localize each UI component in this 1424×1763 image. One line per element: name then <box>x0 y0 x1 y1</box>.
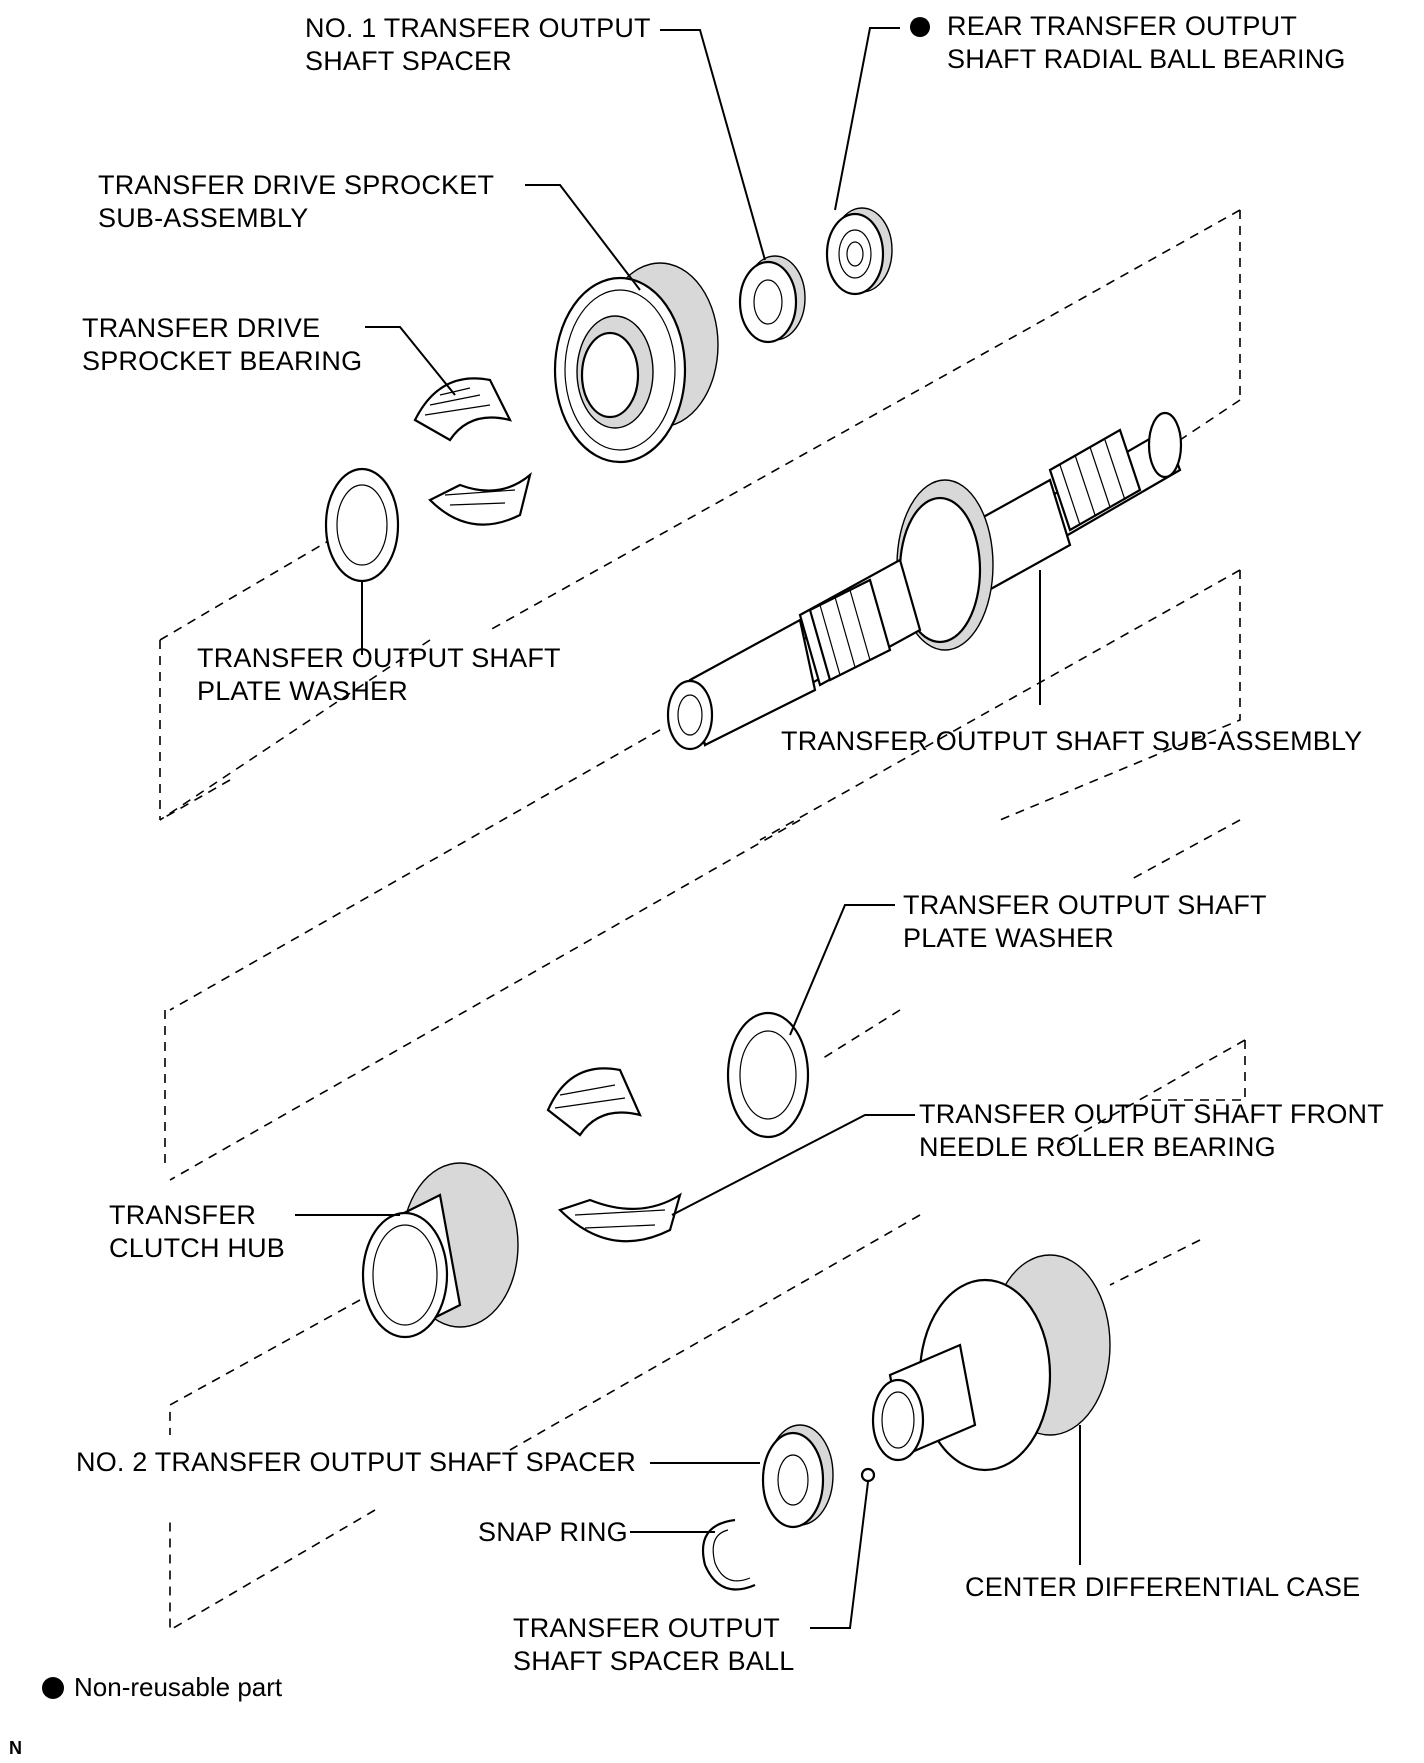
figure-code: N <box>9 1738 22 1758</box>
label-line: TRANSFER OUTPUT SHAFT FRONT <box>919 1099 1384 1129</box>
label-clutch-hub: TRANSFER CLUTCH HUB <box>109 1199 285 1265</box>
label-line: SPROCKET BEARING <box>82 346 363 376</box>
label-line: TRANSFER OUTPUT SHAFT <box>903 890 1267 920</box>
legend-symbol <box>42 1677 64 1699</box>
label-snap-ring: SNAP RING <box>478 1516 628 1549</box>
no1-spacer-part <box>738 255 806 344</box>
label-line: REAR TRANSFER OUTPUT <box>947 11 1298 41</box>
front-needle-bearing-halves <box>546 1067 682 1243</box>
label-line: TRANSFER DRIVE SPROCKET <box>98 170 495 200</box>
label-line: CENTER DIFFERENTIAL CASE <box>965 1572 1361 1602</box>
center-diff-part <box>871 1254 1111 1472</box>
label-line: SNAP RING <box>478 1517 628 1547</box>
label-line: PLATE WASHER <box>197 676 408 706</box>
non-reusable-marker <box>910 17 930 37</box>
label-drive-sprocket: TRANSFER DRIVE SPROCKET SUB-ASSEMBLY <box>98 169 494 235</box>
label-plate-washer-upper: TRANSFER OUTPUT SHAFT PLATE WASHER <box>197 642 561 708</box>
label-center-diff: CENTER DIFFERENTIAL CASE <box>965 1571 1360 1604</box>
label-line: TRANSFER OUTPUT <box>513 1613 781 1643</box>
label-front-needle-bearing: TRANSFER OUTPUT SHAFT FRONT NEEDLE ROLLE… <box>919 1098 1384 1164</box>
leader-lines <box>295 27 1081 1629</box>
drive-sprocket <box>553 262 719 464</box>
label-line: SHAFT RADIAL BALL BEARING <box>947 44 1346 74</box>
clutch-hub-part <box>361 1162 519 1339</box>
plate-washer-upper-part <box>324 467 400 583</box>
plate-washer-lower-part <box>726 1011 810 1139</box>
no2-spacer-part <box>761 1424 834 1529</box>
label-line: TRANSFER OUTPUT SHAFT SUB-ASSEMBLY <box>781 726 1363 756</box>
label-sprocket-bearing: TRANSFER DRIVE SPROCKET BEARING <box>82 312 362 378</box>
label-line: NO. 1 TRANSFER OUTPUT <box>305 13 651 43</box>
upper-assembly-frame <box>159 209 1241 1011</box>
label-line: SHAFT SPACER BALL <box>513 1646 795 1676</box>
label-spacer-ball: TRANSFER OUTPUT SHAFT SPACER BALL <box>513 1612 795 1678</box>
label-line: SHAFT SPACER <box>305 46 512 76</box>
label-no1-spacer: NO. 1 TRANSFER OUTPUT SHAFT SPACER <box>305 12 651 78</box>
spacer-ball-part <box>860 1467 876 1483</box>
label-line: NO. 2 TRANSFER OUTPUT SHAFT SPACER <box>76 1447 636 1477</box>
rear-bearing-part <box>825 207 893 296</box>
label-line: NEEDLE ROLLER BEARING <box>919 1132 1276 1162</box>
label-line: TRANSFER DRIVE <box>82 313 321 343</box>
output-shaft-sub-assembly <box>666 411 1183 751</box>
label-no2-spacer: NO. 2 TRANSFER OUTPUT SHAFT SPACER <box>76 1446 636 1479</box>
legend-text: Non-reusable part <box>74 1672 283 1702</box>
sprocket-bearing-halves <box>413 377 532 526</box>
label-line: SUB-ASSEMBLY <box>98 203 309 233</box>
label-rear-bearing: REAR TRANSFER OUTPUT SHAFT RADIAL BALL B… <box>947 10 1346 76</box>
label-line: CLUTCH HUB <box>109 1233 286 1263</box>
label-line: TRANSFER OUTPUT SHAFT <box>197 643 561 673</box>
label-line: TRANSFER <box>109 1200 257 1230</box>
lower-assembly-frame <box>164 819 1246 1632</box>
label-plate-washer-lower: TRANSFER OUTPUT SHAFT PLATE WASHER <box>903 889 1267 955</box>
label-line: PLATE WASHER <box>903 923 1114 953</box>
label-output-shaft: TRANSFER OUTPUT SHAFT SUB-ASSEMBLY <box>781 725 1362 758</box>
snap-ring-part <box>701 1518 756 1591</box>
